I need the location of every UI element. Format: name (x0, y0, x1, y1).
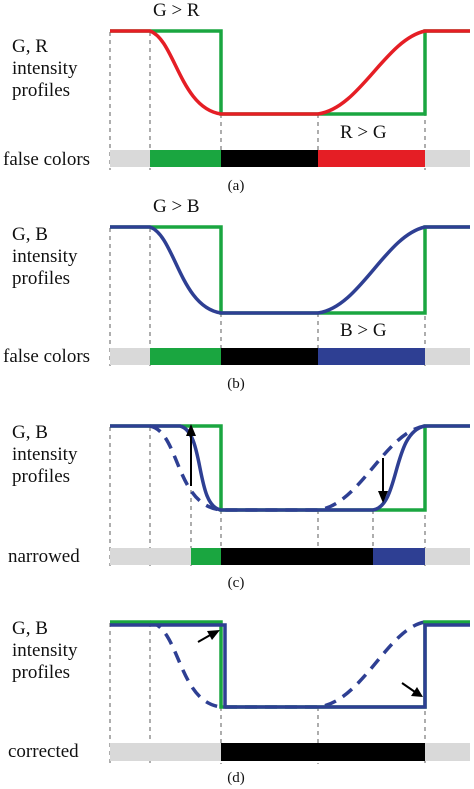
panel-c-arrow-up (186, 424, 196, 486)
panel-b-ylabel-line2: intensity (12, 246, 78, 267)
panel-b-caption: (b) (227, 376, 245, 392)
panel-b-guides (109, 228, 426, 366)
panel-a-annot-bottom: R > G (340, 122, 387, 143)
panel-a-ylabel-line3: profiles (12, 80, 70, 101)
panel-d-color-bar (110, 743, 470, 761)
panel-c-ylabel-line3: profiles (12, 466, 70, 487)
panel-c-bar-label: narrowed (8, 546, 80, 567)
panel-b-annot-bottom: B > G (340, 320, 387, 341)
panel-d: G, B intensity profiles corrected (d) (8, 618, 470, 786)
panel-b-annot-top: G > B (153, 196, 200, 217)
panel-c-color-bar (110, 548, 470, 565)
panel-c-ylabel-line1: G, B (12, 422, 48, 443)
panel-d-arrow-left (197, 630, 220, 643)
panel-d-guides (109, 623, 426, 764)
panel-d-bar-label: corrected (8, 741, 79, 762)
panel-a-guides (109, 32, 426, 170)
panel-b: G, B intensity profiles G > B B > G fals… (3, 196, 470, 392)
panel-d-caption: (d) (227, 770, 245, 786)
panel-b-bar-label: false colors (3, 346, 90, 367)
panel-d-ylabel-line1: G, B (12, 618, 48, 639)
panel-a-false-color-bar (110, 150, 470, 167)
panel-b-ylabel-line1: G, B (12, 224, 48, 245)
panel-c-blue-narrowed-profile (110, 424, 470, 512)
panel-c-caption: (c) (228, 575, 245, 591)
panel-d-ylabel-line3: profiles (12, 662, 70, 683)
panel-a-bar-label: false colors (3, 149, 90, 170)
panel-d-blue-corrected-profile (110, 623, 470, 709)
panel-a-caption: (a) (228, 178, 245, 194)
panel-a-annot-top: G > R (153, 0, 200, 21)
panel-d-arrow-right (401, 682, 423, 697)
panel-c-guides (109, 427, 426, 566)
panel-a-ylabel-line1: G, R (12, 36, 48, 57)
panel-b-false-color-bar (110, 348, 470, 365)
panel-a-red-profile (110, 29, 470, 116)
panel-c-ylabel-line2: intensity (12, 444, 78, 465)
panel-d-ylabel-line2: intensity (12, 640, 78, 661)
panel-d-blue-dashed-original-profile (149, 620, 426, 709)
panel-c-arrow-down (378, 458, 388, 503)
panel-a-ylabel-line2: intensity (12, 58, 78, 79)
panel-c: G, B intensity profiles narrowed (c) (8, 422, 470, 591)
panel-b-ylabel-line3: profiles (12, 268, 70, 289)
panel-c-green-profile (110, 424, 470, 512)
panel-a: G, R intensity profiles G > R R > G fals… (3, 0, 470, 194)
panel-b-blue-profile (110, 225, 470, 315)
